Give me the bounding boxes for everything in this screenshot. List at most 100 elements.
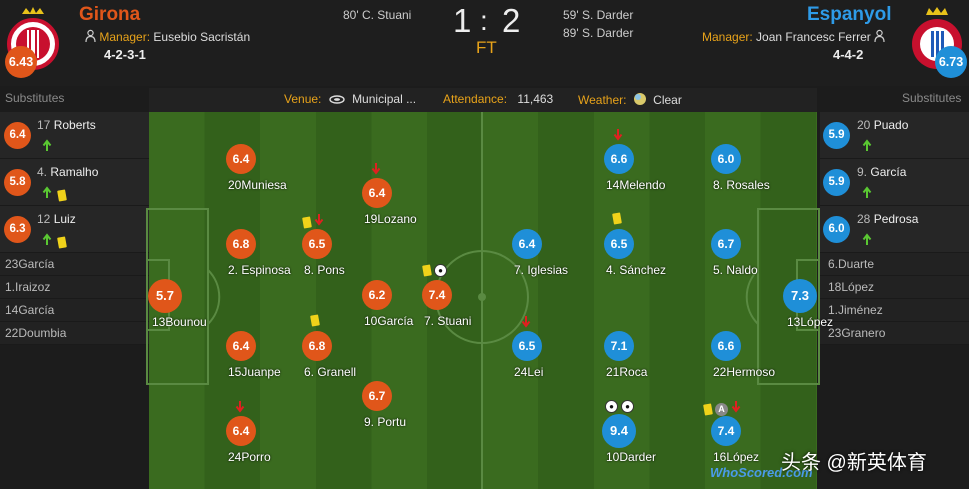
home-substitutes-heading: Substitutes — [5, 91, 65, 105]
unused-substitute[interactable]: 23Granero — [820, 322, 969, 345]
shirt-number: 20 — [857, 118, 871, 132]
sub-on-icon — [862, 139, 872, 157]
player-name-text: García — [870, 165, 907, 179]
unused-substitute[interactable]: 1.Iraizoz — [0, 276, 149, 299]
player-name: 8. Pons — [304, 263, 345, 277]
player-name: 6. Granell — [304, 365, 357, 379]
player-name[interactable]: 12 Luiz — [37, 212, 76, 226]
player-events — [302, 213, 324, 231]
player-events — [235, 400, 245, 418]
player-name: 9. Portu — [364, 415, 407, 429]
shirt-number: 4. — [37, 165, 48, 179]
goal-icon: ● — [621, 400, 634, 413]
player-name[interactable]: 4. Ramalho — [37, 165, 98, 179]
yellow-card-icon — [57, 188, 67, 202]
match-status: FT — [476, 38, 497, 57]
match-header: 6.43 Girona Manager: Eusebio Sacristán 4… — [0, 0, 969, 86]
player-name: 16López — [713, 450, 760, 464]
player-events — [42, 233, 67, 251]
player-name[interactable]: 9. García — [857, 165, 906, 179]
manager-icon — [85, 29, 96, 43]
home-score: 1 — [453, 2, 472, 39]
player-rating: 6.7 — [711, 229, 741, 259]
yellow-card-icon — [612, 212, 622, 225]
unused-substitute[interactable]: 1.Jiménez — [820, 299, 969, 322]
player-name: 19Lozano — [364, 212, 417, 226]
substitute-row[interactable]: 5.9 9. García — [820, 159, 969, 206]
yellow-card-icon — [310, 314, 320, 327]
unused-substitute[interactable]: 23García — [0, 253, 149, 276]
shirt-number: 12 — [37, 212, 51, 226]
unused-substitute[interactable]: 18López — [820, 276, 969, 299]
home-team-name[interactable]: Girona — [79, 4, 141, 25]
player-name[interactable]: 28 Pedrosa — [857, 212, 918, 226]
shirt-number: 17 — [37, 118, 51, 132]
player-events — [862, 139, 872, 157]
player-name: 5. Naldo — [713, 263, 758, 277]
player-rating: 6.4 — [512, 229, 542, 259]
player-name-text: Ramalho — [50, 165, 99, 179]
away-team-name[interactable]: Espanyol — [807, 4, 892, 25]
stadium-icon — [329, 95, 345, 104]
player-rating: 6.6 — [711, 331, 741, 361]
player-rating: 5.8 — [4, 169, 31, 196]
overlay-caption: 头条 @新英体育 — [781, 452, 927, 474]
away-manager-name[interactable]: Joan Francesc Ferrer — [756, 30, 871, 44]
away-score: 2 — [502, 2, 521, 39]
player-name: 7. Iglesias — [514, 263, 569, 277]
player-name[interactable]: 17 Roberts — [37, 118, 96, 132]
venue-info: Venue: Municipal ... — [284, 92, 416, 106]
player-events: A — [703, 400, 741, 418]
home-manager-name[interactable]: Eusebio Sacristán — [153, 30, 251, 44]
manager-label: Manager: — [99, 30, 151, 44]
player-name-text: Puado — [873, 118, 909, 132]
player-rating: 5.9 — [823, 122, 850, 149]
away-manager: Manager: Joan Francesc Ferrer — [702, 29, 885, 44]
player-name: 24Porro — [228, 450, 271, 464]
goal-icon: ● — [605, 400, 618, 413]
weather-value: Clear — [653, 93, 682, 107]
substitute-row[interactable]: 5.9 20 Puado — [820, 112, 969, 159]
away-substitutes-heading: Substitutes — [902, 91, 962, 105]
unused-substitute[interactable]: 6.Duarte — [820, 253, 969, 276]
unused-substitute[interactable]: 14García — [0, 299, 149, 322]
player-events — [521, 315, 531, 333]
away-formation: 4-4-2 — [833, 47, 864, 62]
match-info-bar: Venue: Municipal ... Attendance: 11,463 … — [149, 88, 817, 112]
player-rating: 6.4 — [4, 122, 31, 149]
substitute-row[interactable]: 5.8 4. Ramalho — [0, 159, 149, 206]
score-separator: : — [480, 5, 488, 36]
player-name: 10Darder — [606, 450, 657, 464]
manager-icon — [874, 29, 885, 43]
player-rating: 6.0 — [711, 144, 741, 174]
sub-on-icon — [862, 186, 872, 204]
venue-label: Venue: — [284, 92, 322, 106]
unused-substitute[interactable]: 22Doumbia — [0, 322, 149, 345]
player-events: ●● — [605, 400, 634, 413]
weather-info: Weather: Clear — [578, 92, 682, 107]
manager-label: Manager: — [702, 30, 753, 44]
substitute-row[interactable]: 6.4 17 Roberts — [0, 112, 149, 159]
player-name[interactable]: 20 Puado — [857, 118, 908, 132]
player-events — [612, 212, 622, 225]
player-events — [42, 186, 67, 204]
player-events: ● — [422, 264, 447, 277]
player-rating: 6.6 — [604, 144, 634, 174]
player-name: 22Hermoso — [713, 365, 776, 379]
away-goal-event: 89' S. Darder — [563, 26, 634, 40]
player-rating: 5.9 — [823, 169, 850, 196]
away-goal-event: 59' S. Darder — [563, 8, 634, 22]
player-events — [613, 128, 623, 146]
attendance-info: Attendance: 11,463 — [443, 92, 553, 106]
player-rating: 6.2 — [362, 280, 392, 310]
player-rating: 5.7 — [148, 279, 182, 313]
player-events — [42, 139, 52, 157]
player-rating: 6.7 — [362, 381, 392, 411]
player-name-text: Luiz — [53, 212, 76, 226]
player-events — [862, 186, 872, 204]
player-rating: 7.1 — [604, 331, 634, 361]
player-events — [862, 233, 872, 251]
player-name: 15Juanpe — [228, 365, 281, 379]
